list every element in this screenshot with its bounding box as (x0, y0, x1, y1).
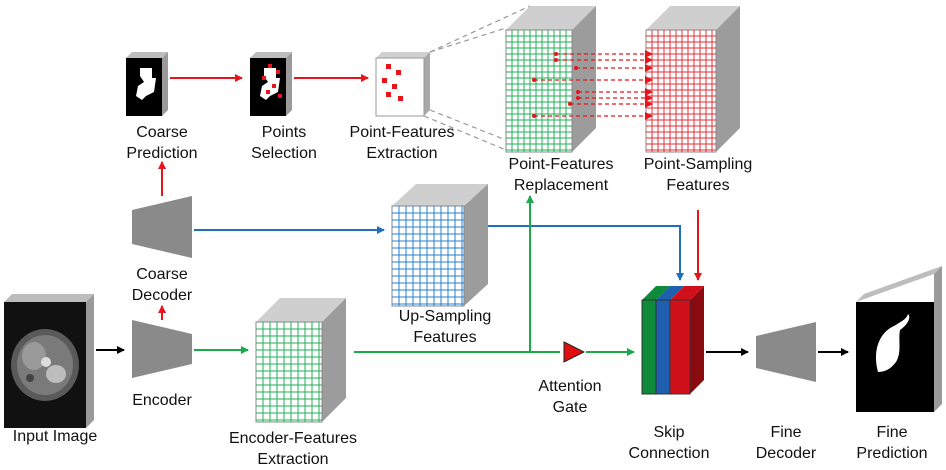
label-encoder: Encoder (132, 392, 192, 409)
point-mapping-arrows (534, 50, 653, 120)
point-sampling-features-grid (645, 6, 740, 153)
points-selection-image (250, 52, 292, 116)
input-image (4, 294, 94, 428)
projection-lines (423, 5, 531, 151)
point-features-replacement-grid (505, 6, 596, 153)
coarse-prediction-image (126, 52, 168, 116)
point-features-extraction-image (375, 52, 430, 117)
fine-decoder-block (756, 322, 816, 382)
point-dots (532, 52, 580, 118)
fine-prediction-image (856, 266, 942, 412)
up-sampling-features-grid (391, 184, 488, 307)
coarse-decoder-block (132, 196, 192, 258)
skip-connection-stack (641, 286, 704, 395)
attention-gate-triangle (563, 341, 586, 363)
label-input-image: Input Image (12, 428, 98, 445)
arrow-upsampling-to-skip (488, 225, 684, 281)
encoder-block (132, 320, 192, 378)
encoder-features-grid (255, 298, 346, 423)
